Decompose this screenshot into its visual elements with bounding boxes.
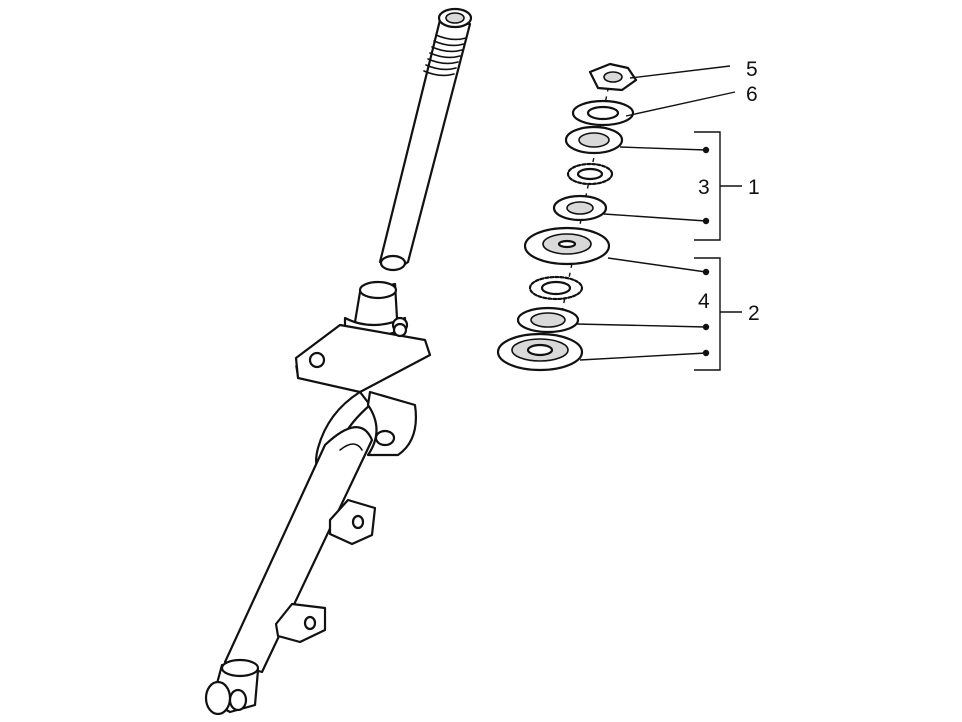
leader-dots xyxy=(702,146,710,357)
steering-bracket-plate xyxy=(294,322,432,394)
part-dust-cover xyxy=(523,226,611,266)
callout-3: 3 xyxy=(698,176,710,199)
leader-lines xyxy=(575,65,736,361)
callout-2: 2 xyxy=(748,302,760,325)
callout-6: 6 xyxy=(746,83,758,106)
part-upper-cone xyxy=(552,194,608,222)
part-lower-seal xyxy=(496,332,584,372)
part-4-ball-race-lower xyxy=(528,275,584,301)
part-lower-cup xyxy=(516,306,580,334)
fork-lower-end xyxy=(204,658,260,716)
fork-tube-lower xyxy=(223,426,374,674)
tube-thread xyxy=(423,34,467,77)
mounting-lug-lower xyxy=(274,602,327,644)
bracket-group-1 xyxy=(694,131,742,241)
part-5-lock-nut xyxy=(588,62,638,92)
bracket-group-2 xyxy=(694,257,742,371)
mounting-lug-upper xyxy=(328,498,377,546)
part-upper-cup xyxy=(564,125,624,155)
part-6-washer xyxy=(571,99,635,127)
part-3-ball-race-upper xyxy=(566,162,614,186)
callout-4: 4 xyxy=(698,290,710,313)
steering-tube-upper xyxy=(378,7,473,272)
callout-5: 5 xyxy=(746,58,758,81)
callout-1: 1 xyxy=(748,176,760,199)
